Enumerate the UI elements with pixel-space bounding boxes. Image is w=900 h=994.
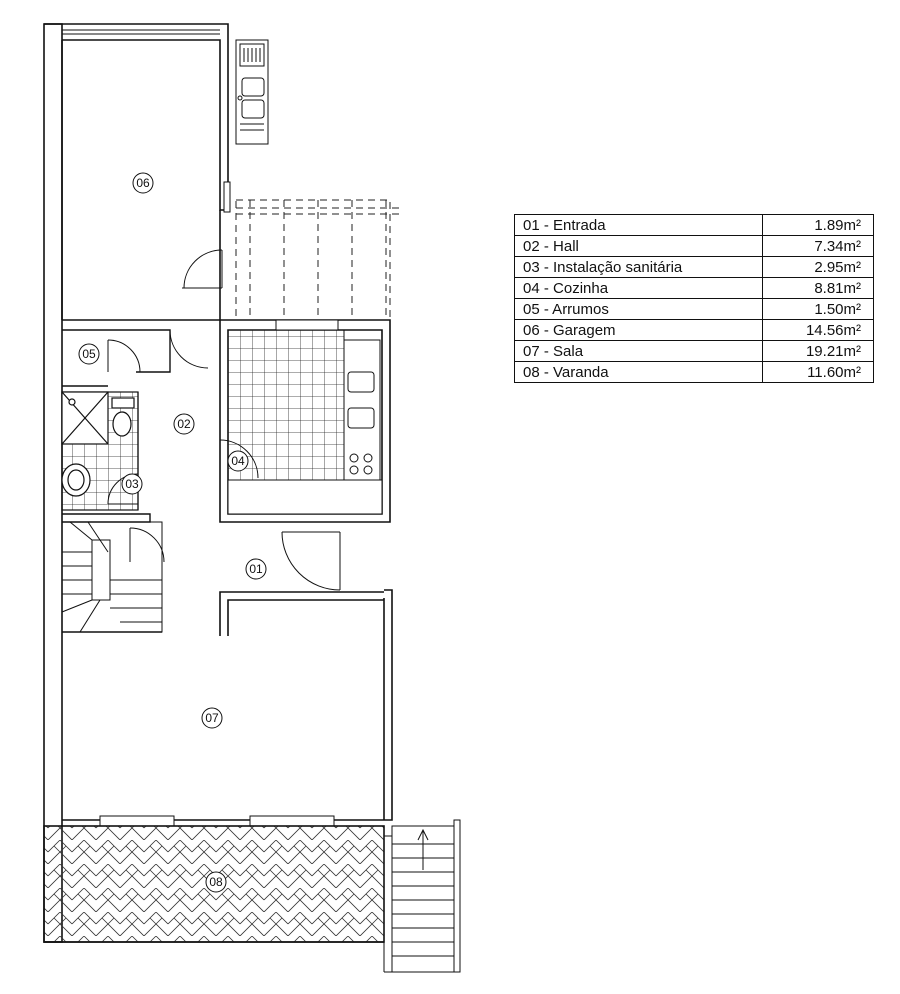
window-garage-right	[223, 181, 231, 213]
table-row: 08 - Varanda 11.60m²	[514, 361, 874, 383]
garage-door-opening	[62, 29, 220, 35]
room-name-cell: 01 - Entrada	[514, 214, 763, 236]
room-name-cell: 02 - Hall	[514, 235, 763, 257]
room-label-08: 08	[209, 875, 223, 889]
garage-hall-door	[182, 249, 223, 289]
room-area-cell: 1.50m²	[762, 298, 874, 320]
pergola	[235, 199, 400, 321]
room-area-cell: 8.81m²	[762, 277, 874, 299]
kitchen-counter	[227, 339, 383, 515]
room-name-cell: 08 - Varanda	[514, 361, 763, 383]
room-name-cell: 03 - Instalação sanitária	[514, 256, 763, 278]
kitchen-sink-unit	[235, 39, 269, 145]
room-markers	[78, 172, 267, 893]
room-label-05: 05	[82, 347, 96, 361]
table-row: 07 - Sala 19.21m²	[514, 340, 874, 362]
room-name-cell: 04 - Cozinha	[514, 277, 763, 299]
room-area-cell: 19.21m²	[762, 340, 874, 362]
entrance-door	[281, 531, 341, 591]
table-row: 04 - Cozinha 8.81m²	[514, 277, 874, 299]
table-row: 03 - Instalação sanitária 2.95m²	[514, 256, 874, 278]
room-name-cell: 06 - Garagem	[514, 319, 763, 341]
storage-walls	[62, 329, 171, 387]
table-row: 05 - Arrumos 1.50m²	[514, 298, 874, 320]
bathroom-lower-wall	[62, 513, 151, 523]
room-label-01: 01	[249, 562, 263, 576]
living-room-walls	[62, 591, 384, 636]
stair-door	[129, 527, 165, 563]
room-area-cell: 2.95m²	[762, 256, 874, 278]
room-label-03: 03	[125, 477, 139, 491]
room-area-cell: 14.56m²	[762, 319, 874, 341]
table-row: 06 - Garagem 14.56m²	[514, 319, 874, 341]
kitchen-window	[275, 319, 339, 331]
hall-upper-door	[169, 329, 209, 369]
room-area-cell: 7.34m²	[762, 235, 874, 257]
kitchen-tiled-floor	[227, 329, 345, 481]
room-area-cell: 1.89m²	[762, 214, 874, 236]
room-label-02: 02	[177, 417, 191, 431]
balcony-openings	[99, 815, 335, 827]
external-stairs	[383, 819, 461, 973]
room-name-cell: 05 - Arrumos	[514, 298, 763, 320]
storage-door	[107, 339, 141, 373]
room-label-06: 06	[136, 176, 150, 190]
room-name-cell: 07 - Sala	[514, 340, 763, 362]
room-area-table: 01 - Entrada 1.89m² 02 - Hall 7.34m² 03 …	[514, 214, 874, 383]
table-row: 01 - Entrada 1.89m²	[514, 214, 874, 236]
table-row: 02 - Hall 7.34m²	[514, 235, 874, 257]
interior-stairs	[61, 521, 163, 633]
room-area-cell: 11.60m²	[762, 361, 874, 383]
room-label-04: 04	[231, 454, 245, 468]
room-label-07: 07	[205, 711, 219, 725]
kitchen-door	[219, 439, 259, 479]
